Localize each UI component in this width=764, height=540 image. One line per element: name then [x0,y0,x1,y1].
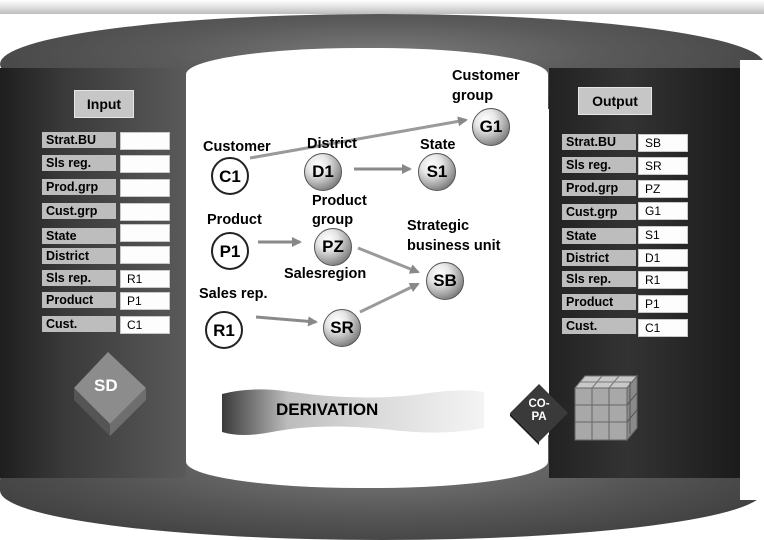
input-label-sls-rep: Sls rep. [42,270,116,286]
output-label-product: Product [562,294,636,310]
sales-rep-label: Sales rep. [199,286,268,302]
input-label-strat-bu: Strat.BU [42,132,116,148]
copa-cube-icon [573,374,639,442]
node-d1: D1 [304,153,342,191]
derivation-label: DERIVATION [276,400,379,419]
output-value-sls-rep: R1 [638,271,688,289]
input-title: Input [74,90,134,118]
customer-group-label-2: group [452,88,494,104]
output-value-sls-reg: SR [638,157,688,175]
arrow-r1-sr [255,315,318,327]
node-sb: SB [426,262,464,300]
output-label-state: State [562,228,636,244]
output-label-prod-grp: Prod.grp [562,180,636,196]
sd-label: SD [94,376,118,395]
node-r1: R1 [205,311,243,349]
input-value-strat-bu[interactable] [120,132,170,150]
node-sr: SR [323,309,361,347]
copa-label-line1: CO- [528,398,550,410]
input-value-cust[interactable]: C1 [120,316,170,334]
input-value-sls-reg[interactable] [120,155,170,173]
copa-label: CO- PA [520,398,558,424]
output-label-cust-grp: Cust.grp [562,204,636,220]
strategic-bu-label-2: business unit [407,238,501,254]
arrow-pz-sb [357,246,420,274]
node-pz: PZ [314,228,352,266]
sd-block [74,352,146,436]
output-label-sls-rep: Sls rep. [562,271,636,287]
input-label-prod-grp: Prod.grp [42,179,116,195]
product-group-label-2: group [312,212,354,228]
node-s1: S1 [418,153,456,191]
district-label: District [307,136,357,152]
input-value-district[interactable] [120,246,170,264]
output-value-state: S1 [638,226,688,244]
output-value-cust: C1 [638,319,688,337]
output-label-cust: Cust. [562,318,636,334]
input-label-cust: Cust. [42,316,116,332]
node-p1: P1 [211,232,249,270]
output-title: Output [578,87,652,115]
output-label-strat-bu: Strat.BU [562,134,636,150]
node-c1: C1 [211,157,249,195]
input-value-state[interactable] [120,224,170,242]
state-label: State [420,137,456,153]
salesregion-label: Salesregion [284,266,367,282]
output-label-sls-reg: Sls reg. [562,157,636,173]
output-value-product: P1 [638,295,688,313]
input-value-sls-rep[interactable]: R1 [120,270,170,288]
input-value-prod-grp[interactable] [120,179,170,197]
input-value-cust-grp[interactable] [120,203,170,221]
top-shading [0,0,764,14]
output-label-district: District [562,250,636,266]
node-g1: G1 [472,108,510,146]
arrow-sr-sb [359,282,420,314]
output-value-cust-grp: G1 [638,202,688,220]
derivation-arrows [249,116,468,327]
product-label: Product [207,212,262,228]
product-group-label-1: Product [312,193,367,209]
input-label-cust-grp: Cust.grp [42,203,116,219]
input-label-state: State [42,228,116,244]
input-label-product: Product [42,292,116,308]
customer-label: Customer [203,139,271,155]
right-edge [740,60,764,500]
input-label-sls-reg: Sls reg. [42,155,116,171]
output-value-district: D1 [638,249,688,267]
output-value-prod-grp: PZ [638,180,688,198]
copa-label-line2: PA [531,411,547,423]
derivation-banner [222,389,484,435]
copa-block [510,384,568,445]
output-value-strat-bu: SB [638,134,688,152]
arrow-c1-g1 [249,116,468,160]
input-value-product[interactable]: P1 [120,292,170,310]
strategic-bu-label-1: Strategic [407,218,470,234]
input-label-district: District [42,248,116,264]
customer-group-label-1: Customer [452,68,520,84]
